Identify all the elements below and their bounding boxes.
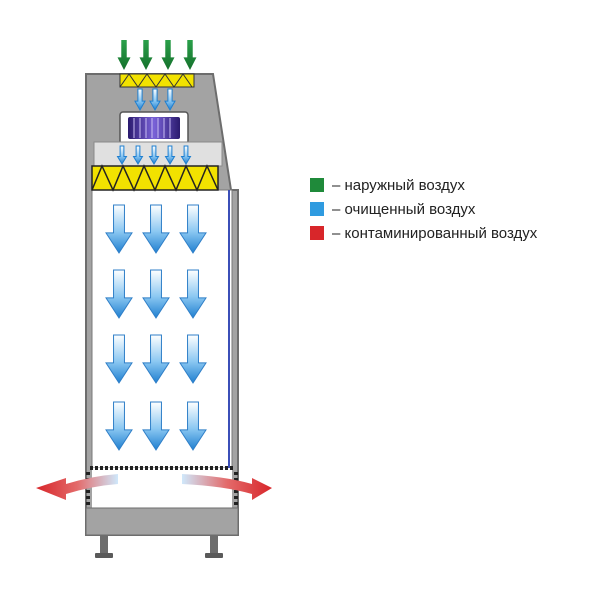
- outside-air-arrow-icon: [183, 40, 197, 70]
- outside-air-arrow-icon: [139, 40, 153, 70]
- clean-air-arrow-icon: [179, 204, 207, 254]
- legend-item-outside-air: – наружный воздух: [310, 173, 537, 197]
- clean-air-arrow-icon: [142, 204, 170, 254]
- clean-air-arrow-icon: [105, 204, 133, 254]
- exhaust-arrow-left: [36, 474, 118, 500]
- fan-icon: [119, 111, 189, 145]
- clean-air-arrow-icon: [148, 145, 160, 165]
- clean-air-swatch: [310, 202, 324, 216]
- exhaust-arrow-right: [182, 474, 272, 500]
- clean-air-arrow-icon: [180, 145, 192, 165]
- supply-hepa-filter: [91, 164, 219, 192]
- work-chamber: [91, 189, 233, 469]
- clean-air-arrow-icon: [142, 334, 170, 384]
- clean-air-arrow-icon: [179, 401, 207, 451]
- legend-item-contaminated-air: – контаминированный воздух: [310, 221, 537, 245]
- clean-air-arrow-icon: [105, 269, 133, 319]
- clean-air-arrow-icon: [134, 88, 146, 112]
- exhaust-hepa-filter: [119, 73, 195, 88]
- clean-air-arrow-icon: [132, 145, 144, 165]
- legend-item-clean-air: – очищенный воздух: [310, 197, 537, 221]
- clean-air-arrow-icon: [179, 334, 207, 384]
- cabinet-legs: [95, 535, 223, 558]
- lower-chamber: [92, 468, 232, 508]
- clean-air-arrow-icon: [164, 88, 176, 112]
- clean-air-arrow-icon: [105, 401, 133, 451]
- clean-air-arrow-icon: [142, 269, 170, 319]
- legend: – наружный воздух – очищенный воздух – к…: [310, 173, 537, 245]
- clean-air-arrow-icon: [149, 88, 161, 112]
- clean-air-arrow-icon: [142, 401, 170, 451]
- base-panel: [85, 507, 239, 536]
- outside-air-swatch: [310, 178, 324, 192]
- contaminated-air-swatch: [310, 226, 324, 240]
- clean-air-arrow-icon: [179, 269, 207, 319]
- legend-label: – наружный воздух: [332, 176, 465, 194]
- clean-air-arrow-icon: [164, 145, 176, 165]
- clean-air-arrow-icon: [105, 334, 133, 384]
- clean-air-arrow-icon: [116, 145, 128, 165]
- outside-air-arrow-icon: [117, 40, 131, 70]
- plenum-panel: [93, 141, 223, 167]
- legend-label: – контаминированный воздух: [332, 224, 538, 242]
- outside-air-arrow-icon: [161, 40, 175, 70]
- legend-label: – очищенный воздух: [332, 200, 476, 218]
